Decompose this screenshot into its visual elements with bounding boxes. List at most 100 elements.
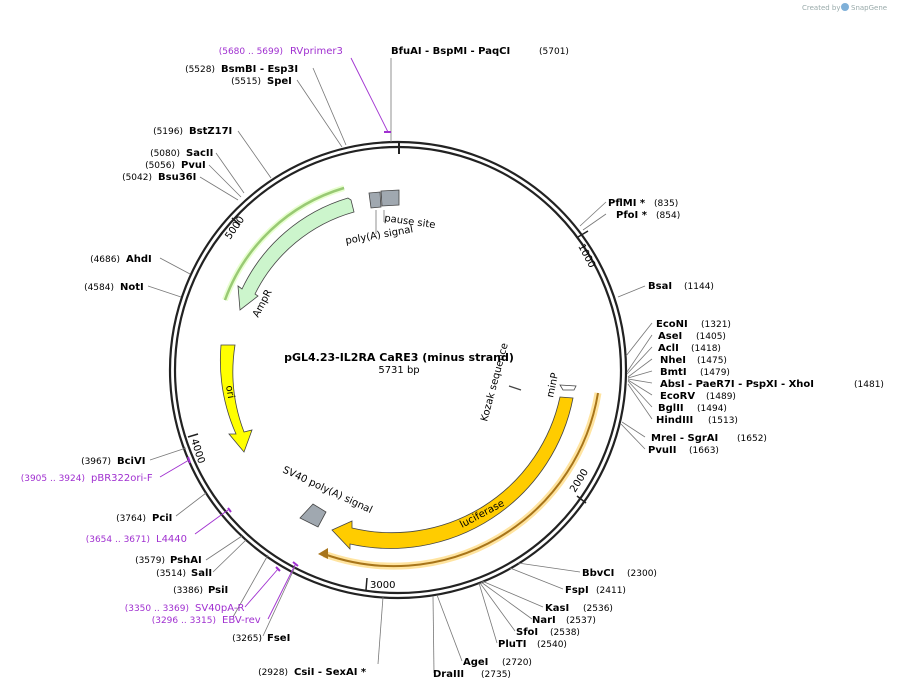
site-bsai[interactable]: BsaI(1144) (648, 281, 714, 292)
site-bmti[interactable]: BmtI(1479) (660, 367, 730, 378)
site-fspi[interactable]: FspI(2411) (565, 585, 626, 596)
site-psii[interactable]: (3386)PsiI (173, 585, 228, 596)
site-ahdi[interactable]: (4686)AhdI (90, 254, 152, 265)
guide-mrei (621, 421, 646, 438)
primer-ebv-rev[interactable]: (3296 .. 3315)EBV-rev (152, 615, 261, 626)
guide-noti (147, 285, 182, 298)
guide-pshai (205, 535, 243, 561)
watermark-created-by: Created by (802, 4, 841, 12)
primer-sv40pa-r[interactable]: (3350 .. 3369)SV40pA-R (125, 603, 245, 614)
luciferase-label: luciferase (458, 498, 506, 531)
site-draiii[interactable]: DraIII (2735) (433, 669, 511, 680)
primer-pbr322ori-f[interactable]: (3905 .. 3924)pBR322ori-F (21, 473, 153, 484)
site-position: (2300) (627, 569, 657, 579)
site-bstz17i[interactable]: (5196)BstZ17I (153, 126, 232, 137)
site-absi-xhoi[interactable]: AbsI - PaeR7I - PspXI - XhoI(1481) (660, 379, 884, 390)
site-position: (2735) (481, 670, 511, 680)
site-name: PflMI * (608, 198, 646, 209)
site-position: (2536) (583, 604, 613, 614)
site-pfoi[interactable]: PfoI *(854) (616, 210, 680, 221)
kozak-feature[interactable] (508, 385, 522, 391)
site-name: NarI (532, 615, 556, 626)
tick-label-1000: 1000 (575, 242, 597, 270)
site-position: (5042) (122, 173, 152, 183)
site-spei[interactable]: (5515)SpeI (231, 76, 292, 87)
right-site-labels: PflMI *(835) PfoI *(854) BsaI(1144) EcoN… (433, 198, 884, 680)
guide-pluti (478, 582, 498, 644)
site-position: (1475) (697, 356, 727, 366)
luciferase-feature-arrow[interactable] (331, 396, 574, 551)
site-position: (2537) (566, 616, 596, 626)
site-name: SfoI (516, 627, 538, 638)
site-name: AbsI - PaeR7I - PspXI - XhoI (660, 379, 814, 390)
primer-position: (3296 .. 3315) (152, 616, 216, 626)
site-name: FseI (267, 633, 290, 644)
site-nari[interactable]: NarI (2537) (532, 615, 596, 626)
polya-signal-feature[interactable] (368, 191, 382, 209)
site-sacii[interactable]: (5080)SacII (150, 148, 213, 159)
site-bfuai[interactable]: BfuAI - BspMI - PaqCI (5701) (391, 46, 569, 57)
site-bcivi[interactable]: (3967) BciVI (81, 456, 145, 467)
guide-ecorv (627, 379, 653, 396)
site-acli[interactable]: AclI(1418) (658, 343, 721, 354)
site-bsmbi-esp3i[interactable]: (5528)BsmBI - Esp3I (185, 64, 298, 75)
site-name: DraIII (433, 669, 464, 680)
site-sfoi[interactable]: SfoI(2538) (516, 627, 580, 638)
snapgene-logo-icon (841, 3, 849, 11)
site-position: (1652) (737, 434, 767, 444)
site-name: PciI (152, 513, 172, 524)
primer-l4440[interactable]: (3654 .. 3671)L4440 (86, 534, 187, 545)
site-name: BsmBI - Esp3I (221, 64, 298, 75)
site-name: SalI (191, 568, 212, 579)
primer-name: pBR322ori-F (91, 473, 153, 484)
site-nhei[interactable]: NheI(1475) (660, 355, 727, 366)
site-csii-sexai[interactable]: (2928)CsiI - SexAI * (258, 667, 367, 678)
sv40-polya-feature[interactable] (299, 503, 327, 528)
guide-kasi (481, 580, 544, 608)
site-position: (3514) (156, 569, 186, 579)
guide-nari (480, 581, 533, 620)
site-hindiii[interactable]: HindIII(1513) (656, 415, 738, 426)
primer-rvprimer3[interactable]: (5680 .. 5699)RVprimer3 (219, 46, 343, 57)
site-position: (3967) (81, 457, 111, 467)
site-pflmi[interactable]: PflMI *(835) (608, 198, 678, 209)
primer-name: L4440 (156, 534, 187, 545)
guide-sali (212, 539, 247, 573)
site-position: (1513) (708, 416, 738, 426)
orf-outer-arrowhead (318, 548, 328, 559)
site-name: MreI - SgrAI (651, 433, 718, 444)
site-name: FspI (565, 585, 589, 596)
site-pshai[interactable]: (3579)PshAI (135, 555, 202, 566)
minp-feature-arrow[interactable] (559, 384, 577, 391)
site-position: (1663) (689, 446, 719, 456)
site-position: (3579) (135, 556, 165, 566)
site-pvuii[interactable]: PvuII(1663) (648, 445, 719, 456)
site-asei[interactable]: AseI(1405) (658, 331, 726, 342)
site-position: (5080) (150, 149, 180, 159)
pause-site-feature[interactable] (380, 189, 400, 207)
site-noti[interactable]: (4584)NotI (84, 282, 144, 293)
site-bbvci[interactable]: BbvCI(2300) (582, 568, 657, 579)
site-pcii[interactable]: (3764)PciI (116, 513, 172, 524)
ori-feature-arrow[interactable] (220, 344, 253, 453)
guide-bsai (617, 285, 646, 298)
site-mrei-sgrai[interactable]: MreI - SgrAI (1652) (651, 433, 767, 444)
guide-bstz17i (237, 130, 272, 179)
site-position: (3265) (232, 634, 262, 644)
site-bsu36i[interactable]: (5042)Bsu36I (122, 172, 196, 183)
site-sali[interactable]: (3514) SalI (156, 568, 212, 579)
site-name: BciVI (117, 456, 145, 467)
site-pvui[interactable]: (5056)PvuI (145, 160, 206, 171)
site-fsei[interactable]: (3265) FseI (232, 633, 290, 644)
primer-position: (3350 .. 3369) (125, 604, 189, 614)
site-econi[interactable]: EcoNI(1321) (656, 319, 731, 330)
ampr-feature-arrow[interactable] (237, 197, 355, 311)
site-position: (1405) (696, 332, 726, 342)
site-position: (1144) (684, 282, 714, 292)
site-kasi[interactable]: KasI(2536) (545, 603, 613, 614)
site-ecorv[interactable]: EcoRV(1489) (660, 391, 736, 402)
site-agei[interactable]: AgeI(2720) (463, 657, 532, 668)
site-pluti[interactable]: PluTI(2540) (498, 639, 567, 650)
site-bglii[interactable]: BglII(1494) (658, 403, 727, 414)
